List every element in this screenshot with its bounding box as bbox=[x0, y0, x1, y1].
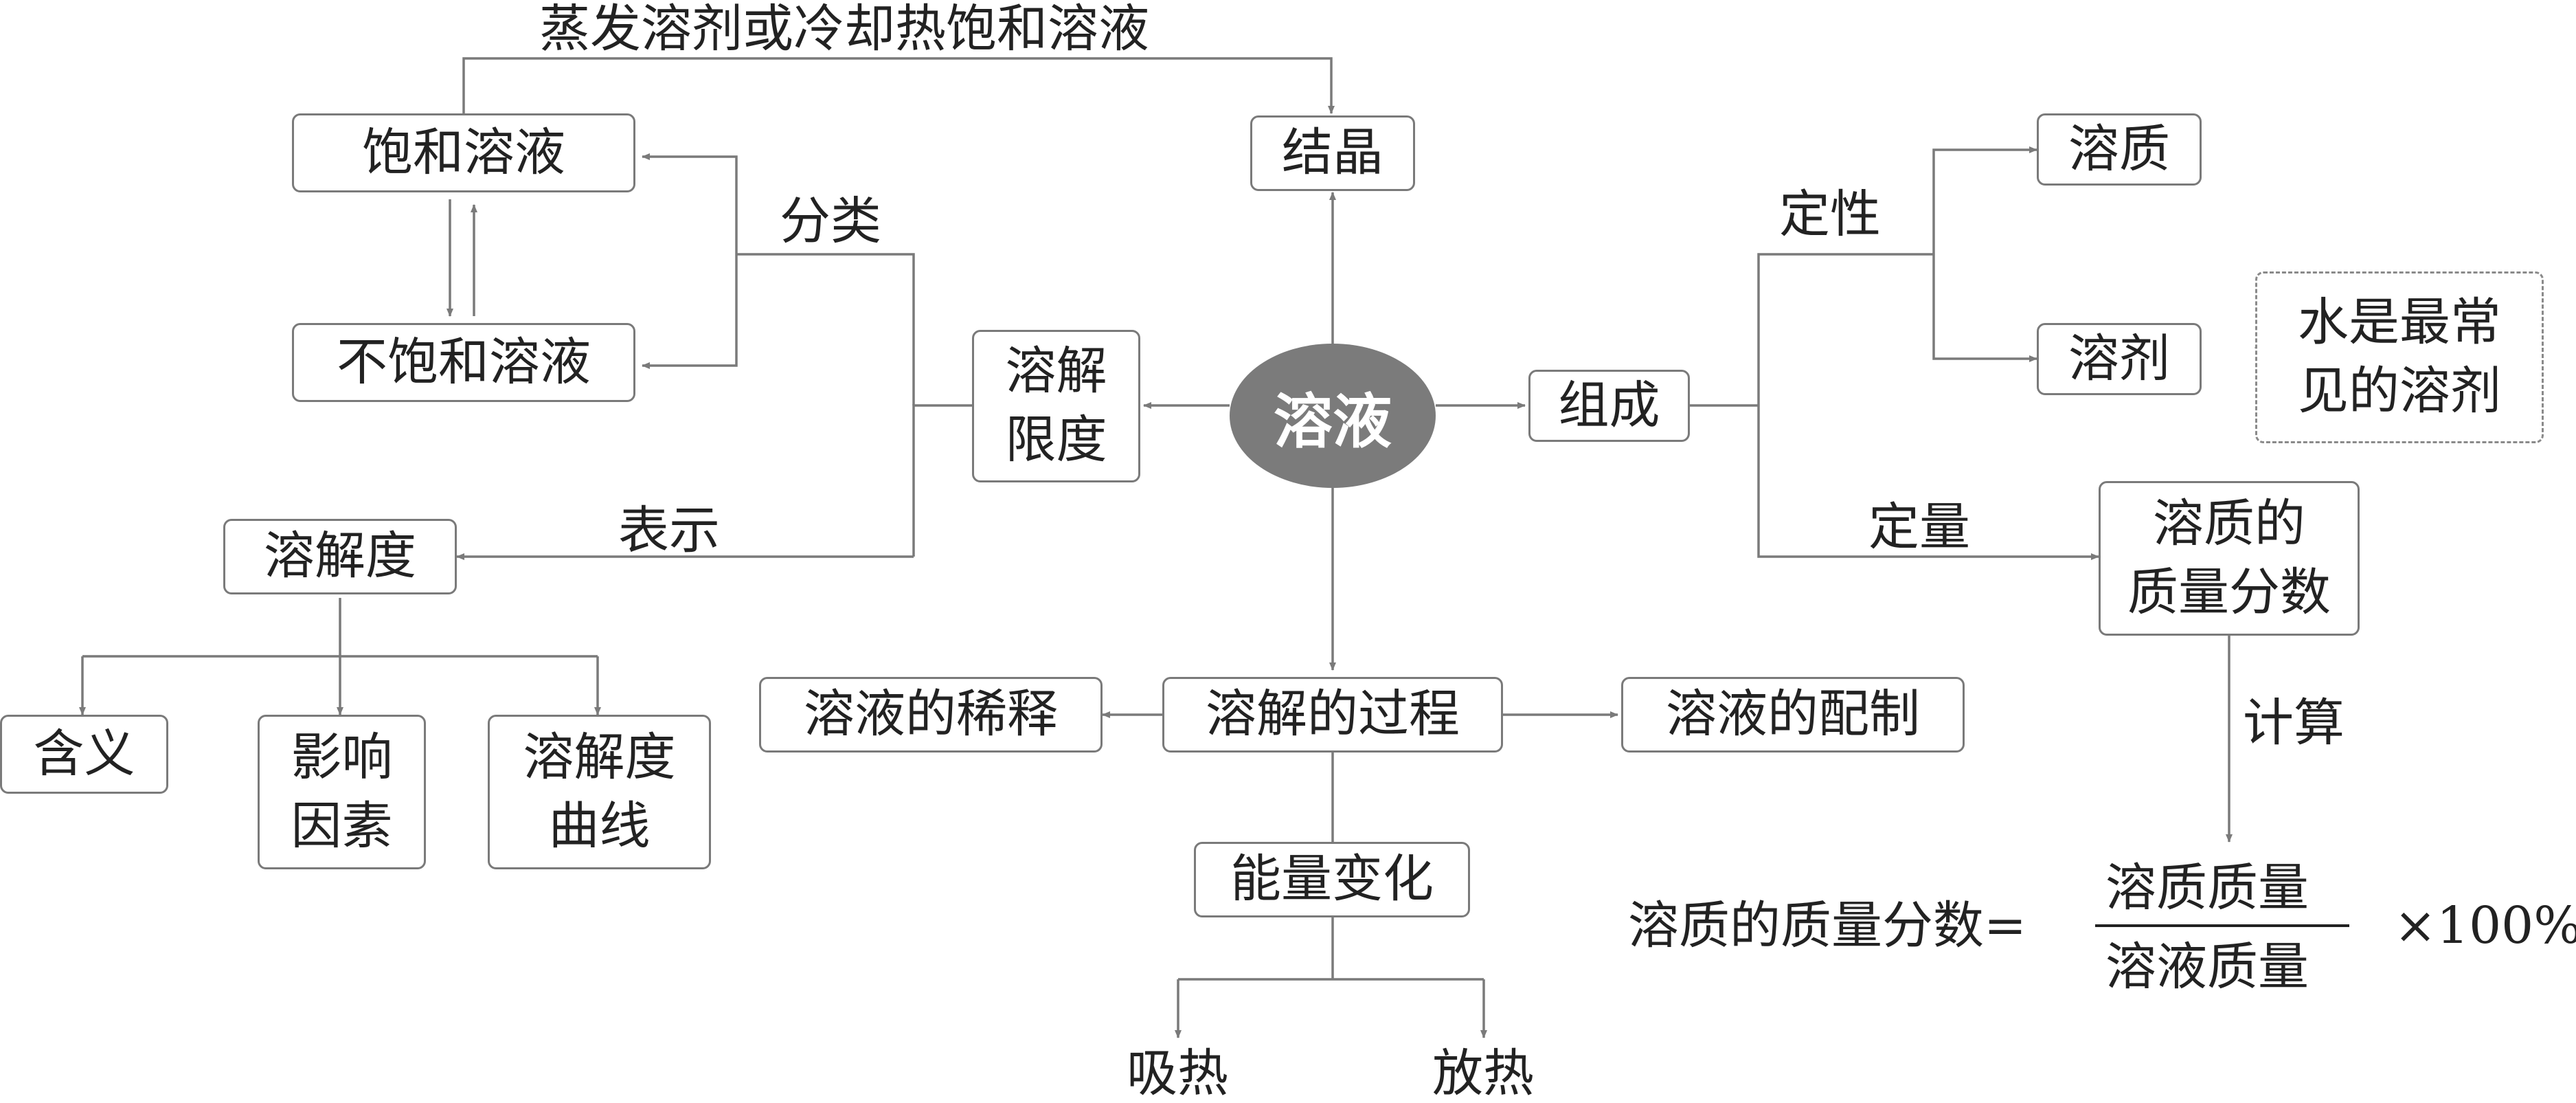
node-solubility: 溶解度 bbox=[223, 519, 457, 594]
formula-lhs: 溶质的质量分数= bbox=[1628, 896, 2027, 955]
node-dissolution-process: 溶解的过程 bbox=[1162, 677, 1503, 753]
note-water-common-solvent: 水是最常 见的溶剂 bbox=[2255, 271, 2544, 443]
label-expression: 表示 bbox=[618, 501, 720, 560]
node-crystallization: 结晶 bbox=[1250, 115, 1415, 191]
mass-fraction-label: 溶质的 质量分数 bbox=[2127, 493, 2331, 622]
energy-change-label: 能量变化 bbox=[1230, 849, 1434, 909]
node-energy-change: 能量变化 bbox=[1194, 842, 1470, 917]
formula-multiplier: ×100% bbox=[2394, 896, 2576, 955]
label-absorb-heat: 吸热 bbox=[1127, 1044, 1228, 1103]
crystallization-label: 结晶 bbox=[1282, 123, 1383, 183]
dilution-label: 溶液的稀释 bbox=[804, 684, 1058, 744]
formula-denominator: 溶液质量 bbox=[2105, 937, 2309, 996]
dissolution-process-label: 溶解的过程 bbox=[1206, 684, 1460, 744]
arrow-saturated-to-crystallization bbox=[462, 57, 1335, 114]
arrow-to-mass-fraction bbox=[1757, 405, 2099, 560]
influencing-factors-label: 影响 因素 bbox=[291, 727, 393, 856]
saturated-label: 饱和溶液 bbox=[362, 122, 565, 182]
node-mass-fraction: 溶质的 质量分数 bbox=[2099, 481, 2360, 636]
formula-numerator: 溶质质量 bbox=[2105, 858, 2309, 917]
label-classification: 分类 bbox=[780, 192, 881, 251]
solubility-label: 溶解度 bbox=[264, 526, 416, 586]
label-crystallize-method: 蒸发溶剂或冷却热饱和溶液 bbox=[539, 0, 1149, 58]
line-limit-trunk bbox=[912, 404, 972, 557]
dissolution-limit-label: 溶解 限度 bbox=[1005, 342, 1107, 469]
label-release-heat: 放热 bbox=[1432, 1044, 1534, 1103]
arrow-to-solvent bbox=[1932, 254, 2037, 362]
node-solubility-curve: 溶解度 曲线 bbox=[488, 715, 711, 869]
node-unsaturated-solution: 不饱和溶液 bbox=[292, 323, 635, 402]
line-qualitative bbox=[1757, 253, 1934, 405]
node-dissolution-limit: 溶解 限度 bbox=[972, 330, 1140, 482]
center-label: 溶液 bbox=[1274, 387, 1392, 456]
water-note-label: 水是最常 见的溶剂 bbox=[2298, 293, 2501, 421]
meaning-label: 含义 bbox=[33, 724, 135, 783]
preparation-label: 溶液的配制 bbox=[1666, 684, 1920, 744]
solubility-curve-label: 溶解度 曲线 bbox=[523, 727, 676, 856]
node-meaning: 含义 bbox=[0, 715, 168, 794]
node-composition: 组成 bbox=[1528, 370, 1690, 442]
arrow-class-to-saturated bbox=[642, 153, 738, 254]
node-solute: 溶质 bbox=[2037, 113, 2202, 186]
center-node-solution: 溶液 bbox=[1230, 344, 1436, 488]
node-preparation: 溶液的配制 bbox=[1621, 677, 1965, 753]
unsaturated-label: 不饱和溶液 bbox=[337, 332, 591, 392]
solvent-label: 溶剂 bbox=[2068, 328, 2170, 388]
node-influencing-factors: 影响 因素 bbox=[258, 715, 426, 869]
node-saturated-solution: 饱和溶液 bbox=[292, 113, 635, 192]
solute-label: 溶质 bbox=[2068, 119, 2170, 179]
label-qualitative: 定性 bbox=[1779, 185, 1881, 244]
composition-label: 组成 bbox=[1558, 375, 1660, 435]
label-calculation: 计算 bbox=[2243, 693, 2345, 753]
node-dilution: 溶液的稀释 bbox=[759, 677, 1103, 753]
node-solvent: 溶剂 bbox=[2037, 323, 2202, 395]
formula-fraction-bar bbox=[2095, 924, 2349, 927]
label-quantitative: 定量 bbox=[1868, 498, 1970, 557]
arrow-to-solute bbox=[1932, 146, 2037, 254]
line-classification-branch bbox=[736, 253, 915, 405]
arrow-class-to-unsaturated bbox=[642, 254, 738, 369]
